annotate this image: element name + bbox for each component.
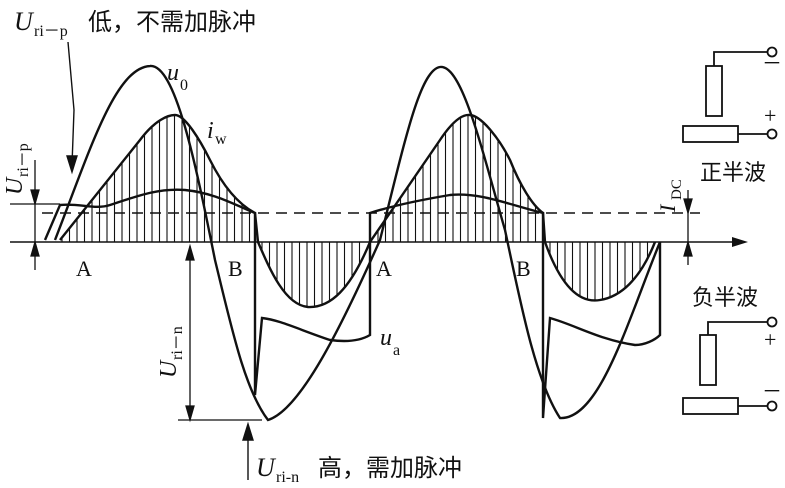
top-annotation-var: U (14, 7, 35, 36)
uri-n-dimension (178, 243, 262, 423)
point-b-right: B (516, 256, 531, 281)
uri-p-dimension (30, 160, 40, 270)
top-annotation-sub: ri－p (34, 23, 68, 40)
negative-half-hatching (261, 242, 649, 307)
bottom-icon-minus: － (762, 381, 782, 403)
bottom-annotation-var: U (256, 453, 277, 482)
electrode-workpiece-negative-polarity-icon (682, 316, 778, 415)
positive-half-hatching (61, 114, 537, 242)
iw-label: i (207, 118, 214, 144)
time-axis (10, 237, 748, 247)
top-annotation-arrow (66, 41, 78, 175)
u0-label-sub: 0 (180, 77, 188, 94)
u0-label: u (167, 60, 179, 86)
uri-p-label-sub: ri－p (15, 143, 32, 177)
electrode-workpiece-positive-polarity-icon (682, 46, 778, 143)
bottom-annotation-arrow (242, 421, 254, 480)
bottom-annotation-sub: ri-n (276, 469, 299, 486)
uri-n-label-sub: ri－n (169, 326, 186, 360)
ua-label: u (380, 325, 392, 351)
point-b-left: B (228, 256, 243, 281)
iw-label-sub: w (215, 131, 227, 148)
idc-dimension (683, 190, 693, 265)
point-a-right: A (376, 256, 392, 281)
bottom-icon-plus: + (764, 327, 776, 352)
uri-n-label: U (156, 359, 182, 378)
point-a-left: A (76, 256, 92, 281)
u0-open-circuit-voltage-curve (53, 64, 662, 422)
top-annotation-text: 低，不需加脉冲 (88, 8, 256, 36)
ua-arc-voltage-curve (43, 188, 662, 419)
bottom-annotation-text: 高，需加脉冲 (318, 454, 462, 482)
positive-half-label: 正半波 (700, 161, 766, 186)
iw-welding-current-curve (59, 113, 657, 309)
uri-p-label: U (2, 176, 28, 195)
idc-label: I (655, 203, 680, 213)
ua-label-sub: a (393, 342, 400, 359)
idc-label-sub: DC (669, 179, 685, 200)
negative-half-label: 负半波 (692, 286, 758, 311)
top-icon-plus: + (764, 103, 776, 128)
top-icon-minus: － (762, 53, 782, 75)
